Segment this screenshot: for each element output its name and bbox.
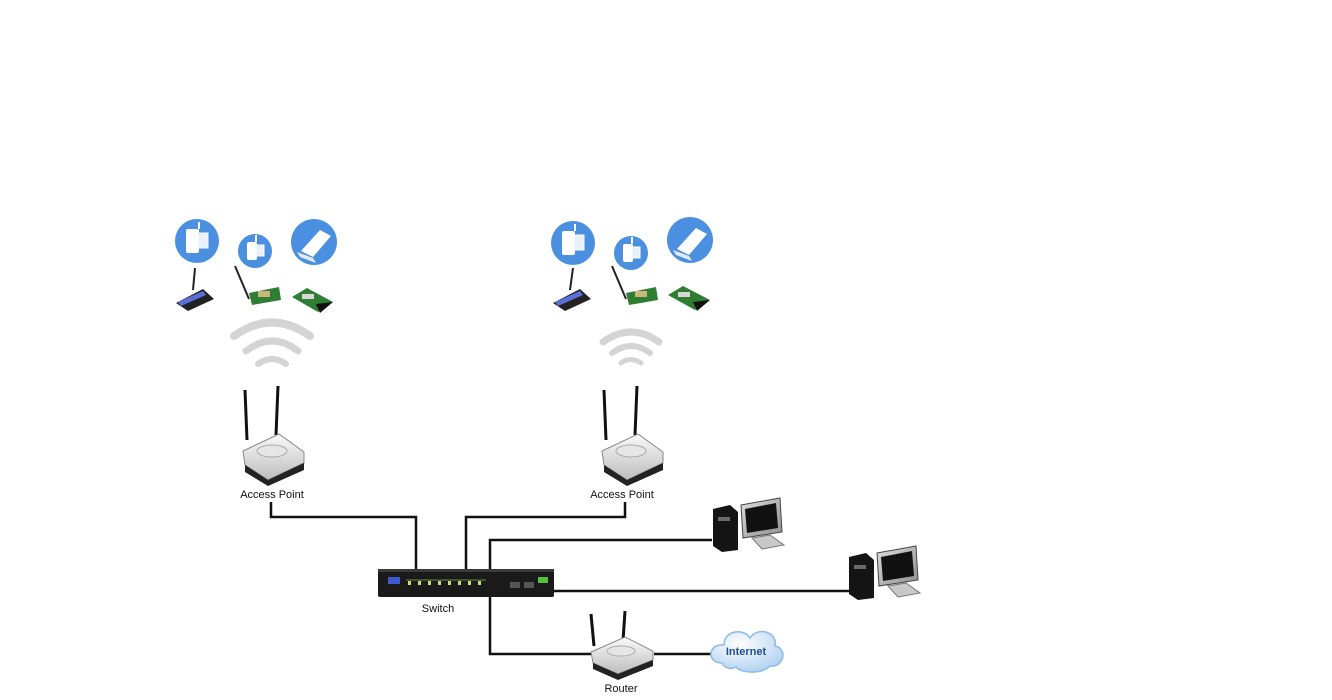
- desktop-client-icon: [175, 219, 219, 263]
- router-label: Router: [604, 683, 637, 695]
- pc-card-icon: [292, 288, 333, 313]
- internet-cloud-icon: Internet: [711, 632, 783, 673]
- access-point-right-label: Access Point: [590, 489, 654, 501]
- wifi-signal-right-icon: [603, 332, 659, 363]
- desktop-computer-2-icon: [849, 546, 920, 600]
- access-point-left-icon: [243, 386, 304, 486]
- pc-card-icon: [668, 286, 710, 311]
- desktop-client-icon: [238, 234, 272, 268]
- cable-switch-router: [490, 597, 596, 654]
- laptop-client-icon: [667, 217, 713, 263]
- cable-switch-pc1: [490, 540, 712, 570]
- desktop-client-icon: [551, 221, 595, 265]
- access-point-left-label: Access Point: [240, 489, 304, 501]
- internet-label: Internet: [726, 646, 767, 658]
- cable-ap-left-switch: [271, 502, 416, 570]
- desktop-computer-1-icon: [713, 498, 784, 552]
- usb-adapter-icon: [176, 268, 214, 311]
- access-point-right-icon: [602, 386, 663, 486]
- wifi-signal-left-icon: [234, 323, 310, 365]
- pci-card-icon: [235, 266, 281, 305]
- pci-card-icon: [612, 266, 658, 305]
- switch-label: Switch: [422, 603, 454, 615]
- wireless-clients-left: [175, 219, 337, 313]
- desktop-client-icon: [614, 236, 648, 270]
- usb-adapter-icon: [553, 268, 591, 311]
- router-icon: [591, 611, 653, 680]
- wireless-clients-right: [551, 217, 713, 311]
- laptop-client-icon: [291, 219, 337, 265]
- switch-icon: [378, 569, 554, 597]
